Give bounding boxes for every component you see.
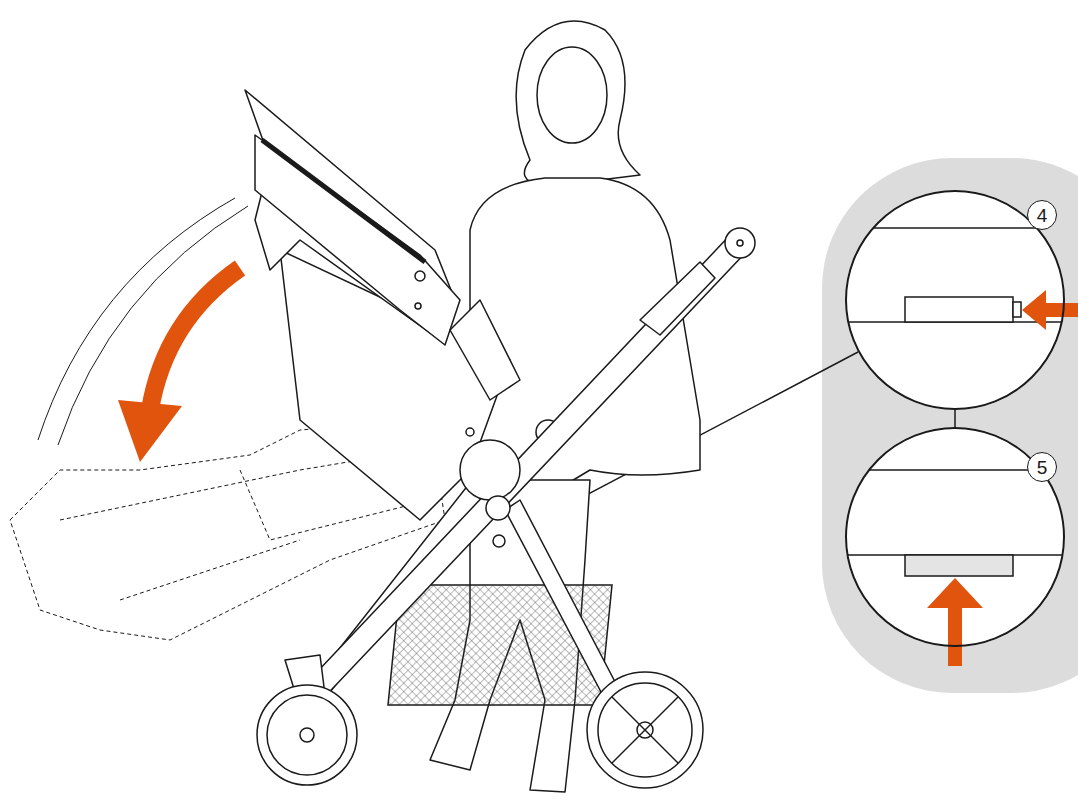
detail-panel: [822, 158, 1078, 693]
detail-circle: 4: [845, 190, 1065, 410]
connector-line: [954, 410, 956, 427]
push-arrow: [1022, 290, 1078, 330]
detail-five: [840, 470, 1070, 576]
stroller-frame: [285, 228, 755, 740]
recline-arrow: [150, 268, 240, 410]
wheel: [257, 672, 703, 788]
callout-number: 4: [1027, 200, 1057, 230]
seat: [245, 90, 560, 520]
push-arrow: [927, 578, 983, 666]
detail-fill: [845, 190, 1065, 410]
callout-number: 5: [1027, 452, 1057, 482]
recline-arrow-head: [118, 400, 182, 462]
detail-circle: 5: [845, 427, 1065, 647]
